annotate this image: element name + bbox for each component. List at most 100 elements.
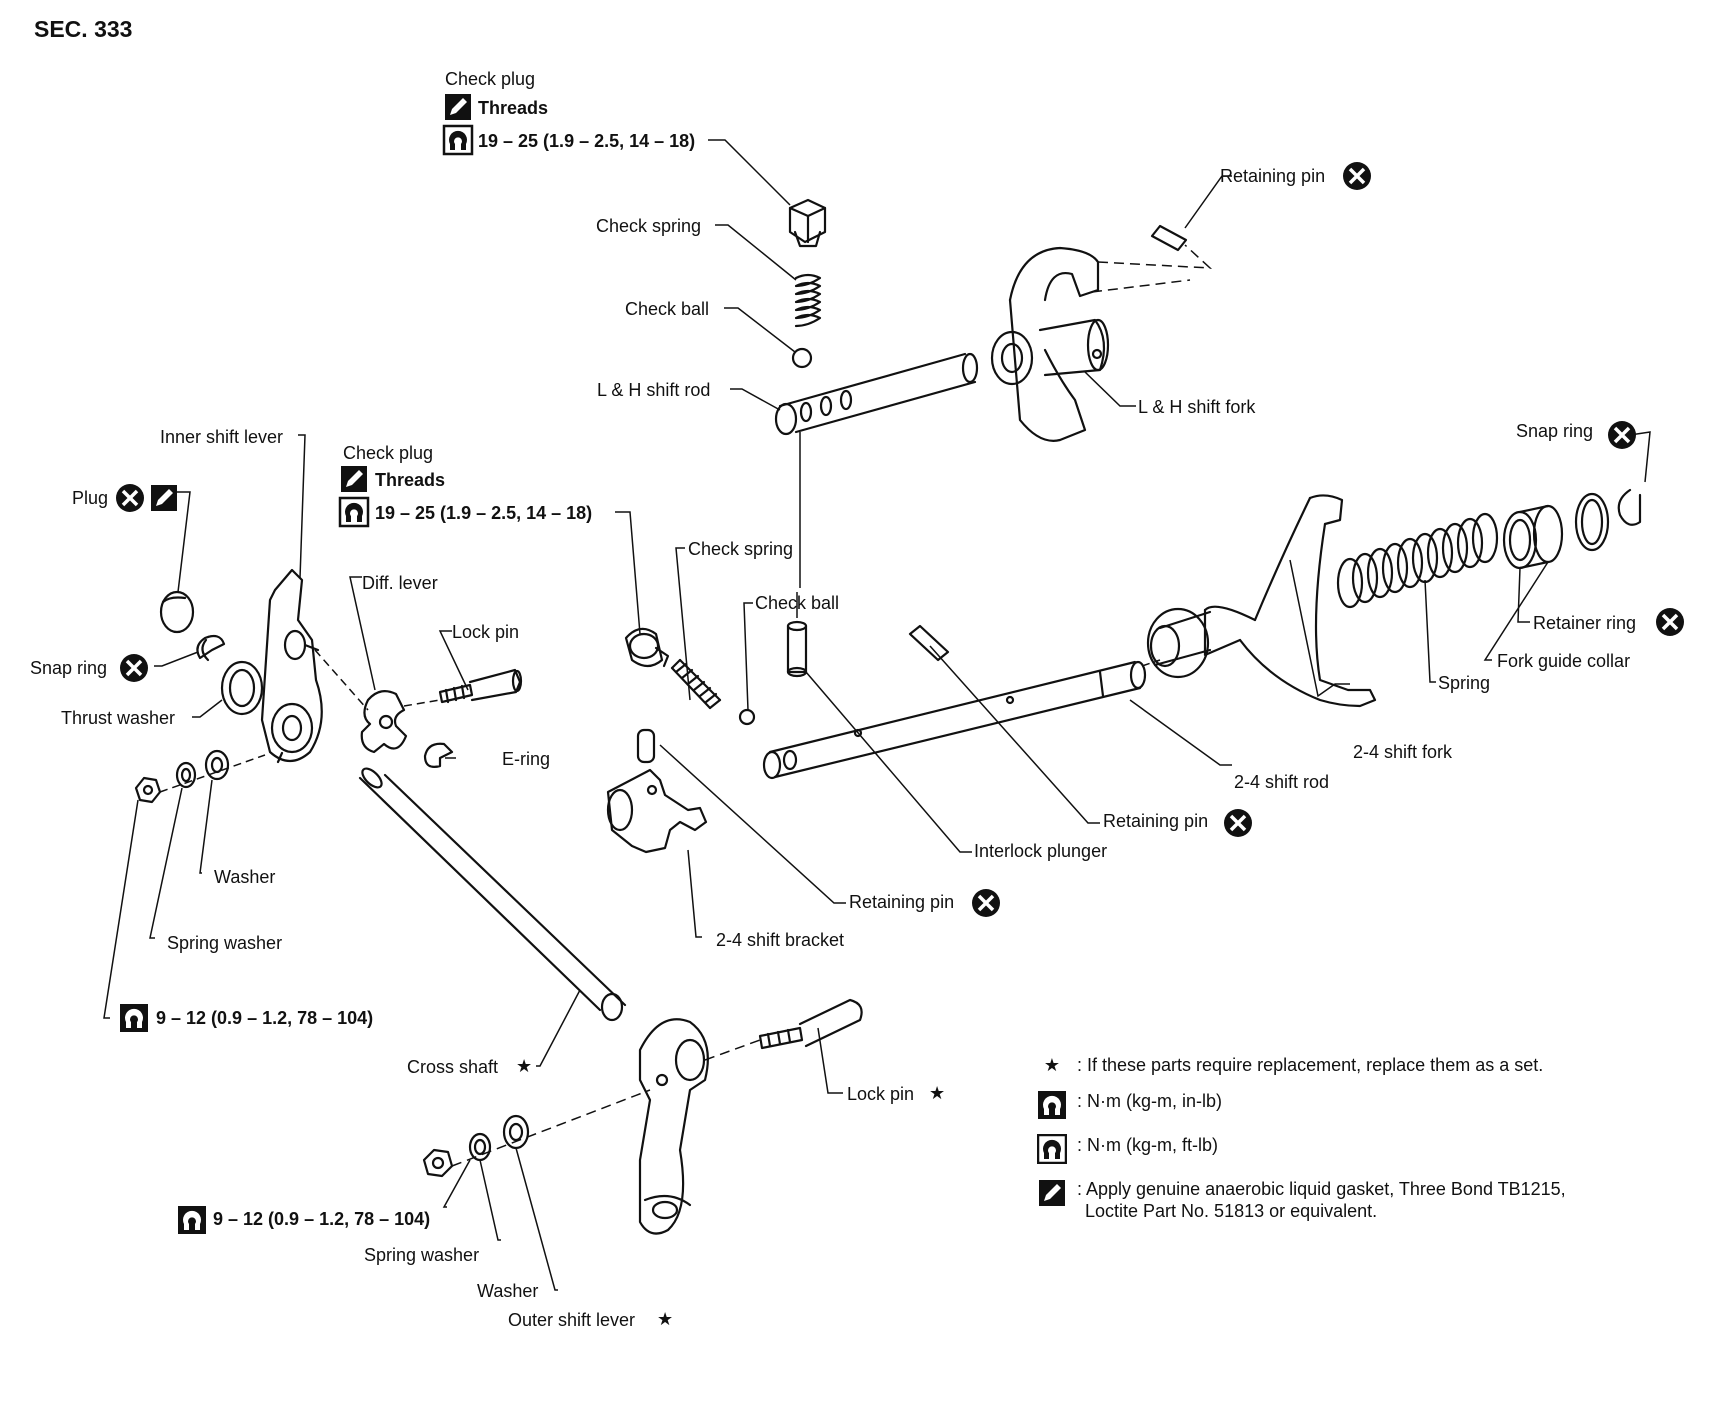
- gasket-icon: [151, 485, 177, 511]
- shift-rod-24-part: [762, 660, 1147, 780]
- star-icon: ★: [929, 1083, 946, 1103]
- nut-bottom-part: [422, 1148, 454, 1178]
- label-thrust-washer: Thrust washer: [61, 708, 176, 728]
- spring-24-part: [1336, 512, 1499, 609]
- label-plug: Plug: [72, 488, 109, 508]
- label-inner-shift-lever: Inner shift lever: [160, 427, 284, 447]
- check-plug-top-part: [788, 198, 827, 248]
- label-lh-shift-rod: L & H shift rod: [597, 380, 711, 400]
- inner-shift-lever-part: [260, 568, 323, 764]
- label-diff-lever: Diff. lever: [362, 573, 438, 593]
- gasket-icon: [1039, 1180, 1065, 1206]
- label-lh-shift-fork: L & H shift fork: [1138, 397, 1256, 417]
- label-torque-mid: 19 – 25 (1.9 – 2.5, 14 – 18): [375, 503, 593, 523]
- label-threads-mid: Threads: [375, 470, 446, 490]
- no-reuse-x-icon: [1341, 160, 1373, 192]
- no-reuse-x-icon: [1654, 606, 1686, 638]
- check-ball-mid-part: [738, 708, 756, 726]
- label-retaining-pin-mid: Retaining pin: [1103, 811, 1209, 831]
- label-washer-bottom: Washer: [477, 1281, 539, 1301]
- no-reuse-x-icon: [1222, 807, 1254, 839]
- label-torque-top: 19 – 25 (1.9 – 2.5, 14 – 18): [478, 131, 696, 151]
- label-retaining-pin-top: Retaining pin: [1220, 166, 1326, 186]
- snap-ring-left-part: [196, 634, 226, 662]
- label-shift-rod-24: 2-4 shift rod: [1234, 772, 1330, 792]
- label-snap-ring-right: Snap ring: [1516, 421, 1594, 441]
- check-spring-top-part: [794, 273, 822, 328]
- e-ring-part: [423, 742, 454, 768]
- outer-shift-lever-part: [638, 1018, 709, 1235]
- cross-shaft-part: [358, 767, 627, 1022]
- legend-gasket-text-2: Loctite Part No. 51813 or equivalent.: [1085, 1201, 1378, 1221]
- star-icon: ★: [1043, 1055, 1061, 1075]
- label-snap-ring-left: Snap ring: [30, 658, 108, 678]
- plug-part: [159, 590, 195, 634]
- legend: ★ : If these parts require replacement, …: [1035, 1054, 1635, 1236]
- no-reuse-x-icon: [118, 652, 150, 684]
- legend-ftlb-text: : N·m (kg-m, ft-lb): [1077, 1135, 1218, 1155]
- label-retainer-ring: Retainer ring: [1533, 613, 1637, 633]
- lock-pin-top-part: [438, 668, 523, 704]
- label-washer-left: Washer: [214, 867, 276, 887]
- torque-ftlb-icon: [338, 496, 370, 528]
- label-torque-bottom: 9 – 12 (0.9 – 1.2, 78 – 104): [213, 1209, 431, 1229]
- retaining-pin-mid-part: [908, 624, 950, 662]
- check-spring-mid-part: [670, 658, 722, 710]
- label-e-ring: E-ring: [502, 749, 551, 769]
- shift-bracket-24-part: [606, 768, 708, 854]
- spring-washer-bottom-part: [468, 1132, 492, 1162]
- label-check-ball-top: Check ball: [625, 299, 710, 319]
- label-outer-shift-lever: Outer shift lever: [508, 1310, 636, 1330]
- label-retaining-pin-low: Retaining pin: [849, 892, 955, 912]
- label-check-plug-mid: Check plug: [343, 443, 434, 463]
- no-reuse-x-icon: [1606, 419, 1638, 451]
- star-icon: ★: [516, 1056, 533, 1076]
- torque-ftlb-icon: [442, 124, 474, 156]
- torque-inlb-icon: [120, 1004, 148, 1032]
- thrust-washer-part: [220, 660, 264, 716]
- label-cross-shaft: Cross shaft: [407, 1057, 499, 1077]
- gasket-icon: [341, 466, 367, 492]
- check-plug-mid-part: [624, 627, 670, 668]
- check-ball-top-part: [791, 347, 813, 369]
- torque-ftlb-icon: [1037, 1134, 1067, 1164]
- label-lock-pin-bottom: Lock pin: [847, 1084, 915, 1104]
- retaining-pin-low-part: [636, 728, 656, 764]
- legend-gasket-row: : Apply genuine anaerobic liquid gasket,…: [1035, 1178, 1635, 1222]
- nut-left-part: [134, 776, 162, 804]
- label-check-spring-mid: Check spring: [688, 539, 794, 559]
- no-reuse-x-icon: [970, 887, 1002, 919]
- spring-washer-left-part: [175, 761, 197, 789]
- legend-inlb-row: : N·m (kg-m, in-lb): [1035, 1090, 1635, 1120]
- washer-left-part: [204, 749, 230, 781]
- lh-shift-rod-part: [774, 352, 979, 436]
- label-check-ball-mid: Check ball: [755, 593, 840, 613]
- washer-bottom-part: [502, 1114, 530, 1150]
- label-check-spring-top: Check spring: [596, 216, 702, 236]
- torque-inlb-icon: [1038, 1091, 1066, 1119]
- label-spring-washer-left: Spring washer: [167, 933, 283, 953]
- lock-pin-bottom-part: [758, 998, 863, 1050]
- label-spring-washer-bottom: Spring washer: [364, 1245, 480, 1265]
- lh-shift-fork-part: [990, 246, 1110, 442]
- leader-lines: [103, 139, 1651, 1291]
- legend-ftlb-row: : N·m (kg-m, ft-lb): [1035, 1134, 1635, 1164]
- label-torque-left: 9 – 12 (0.9 – 1.2, 78 – 104): [156, 1008, 374, 1028]
- label-shift-fork-24: 2-4 shift fork: [1353, 742, 1453, 762]
- legend-star-text: : If these parts require replacement, re…: [1077, 1055, 1544, 1075]
- star-icon: ★: [657, 1309, 674, 1329]
- section-number: SEC. 333: [34, 16, 133, 42]
- label-check-plug-top: Check plug: [445, 69, 536, 89]
- retainer-ring-part: [1574, 492, 1610, 552]
- gasket-icon: [445, 94, 471, 120]
- label-spring: Spring: [1438, 673, 1491, 693]
- legend-star-row: ★ : If these parts require replacement, …: [1035, 1054, 1635, 1076]
- label-fork-guide-collar: Fork guide collar: [1497, 651, 1631, 671]
- snap-ring-right-part: [1617, 488, 1642, 526]
- diff-lever-part: [360, 689, 408, 754]
- interlock-plunger-part: [786, 620, 808, 678]
- torque-inlb-icon: [178, 1206, 206, 1234]
- retaining-pin-top-part: [1150, 224, 1188, 252]
- legend-inlb-text: : N·m (kg-m, in-lb): [1077, 1091, 1222, 1111]
